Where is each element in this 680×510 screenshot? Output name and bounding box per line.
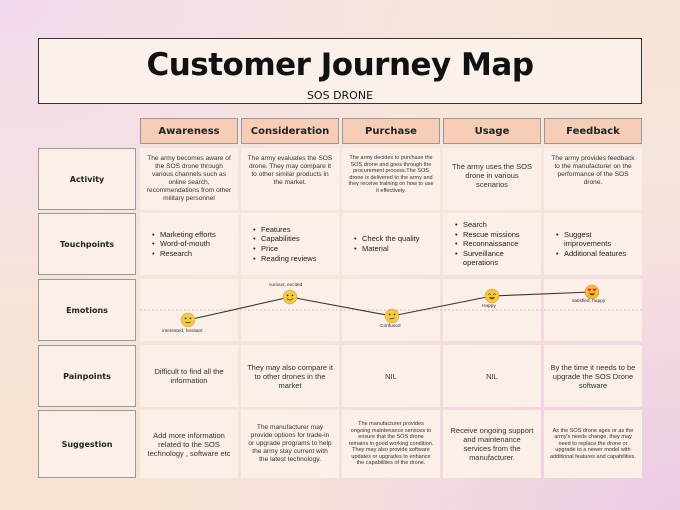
touchpoints-cell-consideration: Features Capabilities Price Reading revi… — [241, 213, 339, 275]
touchpoints-cell-feedback: Suggest improvements Additional features — [544, 213, 642, 275]
stage-feedback: Feedback — [544, 118, 642, 144]
stage-consideration: Consideration — [241, 118, 339, 144]
touchpoints-cell-purchase: Check the quality Material — [342, 213, 440, 275]
suggestion-cell-purchase: The manufacturer provides ongoing mainte… — [342, 410, 440, 478]
list-item: Research — [152, 249, 232, 259]
page-subtitle: SOS DRONE — [306, 89, 374, 102]
suggestion-cell-consideration: The manufacturer may provide options for… — [241, 410, 339, 478]
row-label-activity: Activity — [38, 148, 136, 210]
list-item: Rescue missions — [455, 230, 535, 240]
page-title: Customer Journey Map — [146, 47, 534, 83]
list-item: Price — [253, 244, 333, 254]
title-box: Customer Journey Map SOS DRONE — [38, 38, 642, 104]
list-item: Reconnaissance — [455, 239, 535, 249]
row-label-touchpoints: Touchpoints — [38, 213, 136, 275]
list-item: Suggest improvements — [556, 230, 636, 249]
emoji-confused-icon — [384, 308, 400, 324]
emoji-smile-icon — [282, 289, 298, 305]
emotion-label-awareness: interested, hesitant — [162, 329, 203, 334]
touchpoints-cell-usage: Search Rescue missions Reconnaissance Su… — [443, 213, 541, 275]
touchpoints-cell-awareness: Marketing efforts Word-of-mouth Research — [140, 213, 238, 275]
emoji-heart-eyes-icon — [584, 284, 600, 300]
painpoints-cell-awareness: Difficult to find all the information — [140, 345, 238, 407]
list-item: Additional features — [556, 249, 636, 259]
emotion-label-consideration: curious, excited — [269, 283, 303, 288]
painpoints-cell-consideration: They may also compare it to other drones… — [241, 345, 339, 407]
activity-cell-purchase: The army decides to purchase the SOS dro… — [342, 148, 440, 210]
suggestion-cell-feedback: As the SOS drone ages or as the army's n… — [544, 410, 642, 478]
list-item: Word-of-mouth — [152, 239, 232, 249]
row-label-suggestion: Suggestion — [38, 410, 136, 478]
emoji-happy-icon — [484, 288, 500, 304]
list-item: Capabilities — [253, 234, 333, 244]
suggestion-cell-awareness: Add more information related to the SOS … — [140, 410, 238, 478]
stage-usage: Usage — [443, 118, 541, 144]
list-item: Reading reviews — [253, 254, 333, 264]
emotion-label-feedback: satisfied, happy — [572, 299, 606, 304]
emotion-curve — [140, 284, 642, 328]
list-item: Check the quality — [354, 234, 434, 244]
painpoints-cell-usage: NIL — [443, 345, 541, 407]
painpoints-cell-purchase: NIL — [342, 345, 440, 407]
activity-cell-awareness: The army becomes aware of the SOS drone … — [140, 148, 238, 210]
suggestion-cell-usage: Receive ongoing support and maintenance … — [443, 410, 541, 478]
row-label-painpoints: Painpoints — [38, 345, 136, 407]
activity-cell-consideration: The army evaluates the SOS drone. They m… — [241, 148, 339, 210]
painpoints-cell-feedback: By the time it needs to be upgrade the S… — [544, 345, 642, 407]
emoji-neutral-icon — [180, 312, 196, 328]
list-item: Material — [354, 244, 434, 254]
emotion-label-usage: Happy — [482, 304, 496, 309]
emotion-label-purchase: Confused — [380, 324, 401, 329]
row-label-emotions: Emotions — [38, 279, 136, 341]
list-item: Marketing efforts — [152, 230, 232, 240]
activity-cell-feedback: The army provides feedback to the manufa… — [544, 148, 642, 210]
emotions-band: interested, hesitant curious, excited Co… — [140, 279, 642, 341]
activity-cell-usage: The army uses the SOS drone in various s… — [443, 148, 541, 210]
stage-awareness: Awareness — [140, 118, 238, 144]
stage-purchase: Purchase — [342, 118, 440, 144]
list-item: Surveillance operations — [455, 249, 535, 268]
list-item: Features — [253, 225, 333, 235]
list-item: Search — [455, 220, 535, 230]
